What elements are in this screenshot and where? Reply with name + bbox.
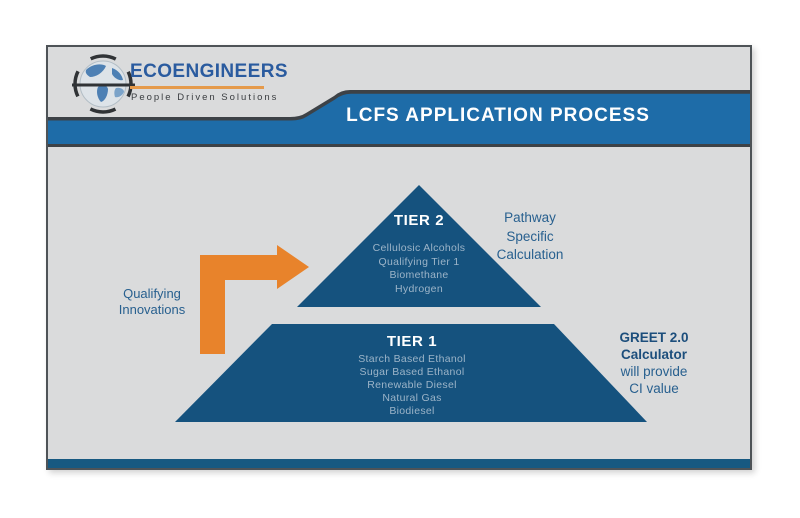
tier1-item: Biodiesel bbox=[389, 405, 435, 417]
tier2-item: Cellulosic Alcohols bbox=[372, 242, 466, 254]
pathway-line: Pathway bbox=[504, 210, 556, 225]
greet-line: CI value bbox=[629, 381, 679, 396]
tier2-title: TIER 2 bbox=[393, 212, 445, 229]
tier1-item: Sugar Based Ethanol bbox=[359, 366, 465, 378]
diagram-card: LCFS APPLICATION PROCESS ECOENGINEERS Pe… bbox=[46, 45, 752, 470]
pathway-specific-calculation-label: Pathway Specific Calculation bbox=[455, 209, 605, 265]
greet-bold-line: GREET 2.0 bbox=[619, 330, 689, 345]
footer-bar bbox=[48, 459, 750, 468]
tier1-item-list: Starch Based Ethanol Sugar Based Ethanol… bbox=[287, 353, 537, 418]
banner-ribbon-fill bbox=[48, 93, 750, 144]
brand-tagline: People Driven Solutions bbox=[131, 92, 279, 103]
qualifying-line: Innovations bbox=[118, 301, 186, 317]
brand-name: ECOENGINEERS bbox=[130, 61, 288, 82]
tier1-trapezoid bbox=[175, 324, 647, 422]
pathway-line: Specific bbox=[506, 228, 554, 244]
qualifying-line: Qualifying bbox=[123, 286, 181, 301]
greet-line: will provide bbox=[620, 364, 688, 379]
tier1-item: Natural Gas bbox=[382, 392, 442, 404]
globe-icon bbox=[72, 54, 135, 114]
tier1-item: Starch Based Ethanol bbox=[358, 353, 466, 365]
tier2-item: Qualifying Tier 1 bbox=[378, 255, 460, 268]
banner-title: LCFS APPLICATION PROCESS bbox=[346, 105, 650, 126]
pathway-line: Calculation bbox=[496, 247, 564, 262]
greet-calculator-label: GREET 2.0 Calculator will provide CI val… bbox=[579, 329, 729, 397]
tier2-item-list: Cellulosic Alcohols Qualifying Tier 1 Bi… bbox=[319, 242, 519, 296]
tier2-triangle bbox=[297, 185, 541, 307]
qualifying-innovations-label: Qualifying Innovations bbox=[77, 286, 227, 317]
tier1-item: Renewable Diesel bbox=[367, 379, 457, 391]
tier1-title: TIER 1 bbox=[386, 333, 438, 350]
qualifying-arrow-icon bbox=[200, 245, 309, 354]
banner-ribbon bbox=[48, 90, 750, 147]
tier2-item: Hydrogen bbox=[395, 282, 443, 295]
pyramid-diagram bbox=[175, 185, 647, 422]
brand-underline bbox=[130, 86, 264, 89]
greet-bold-line: Calculator bbox=[620, 347, 688, 362]
tier2-item: Biomethane bbox=[389, 269, 449, 281]
